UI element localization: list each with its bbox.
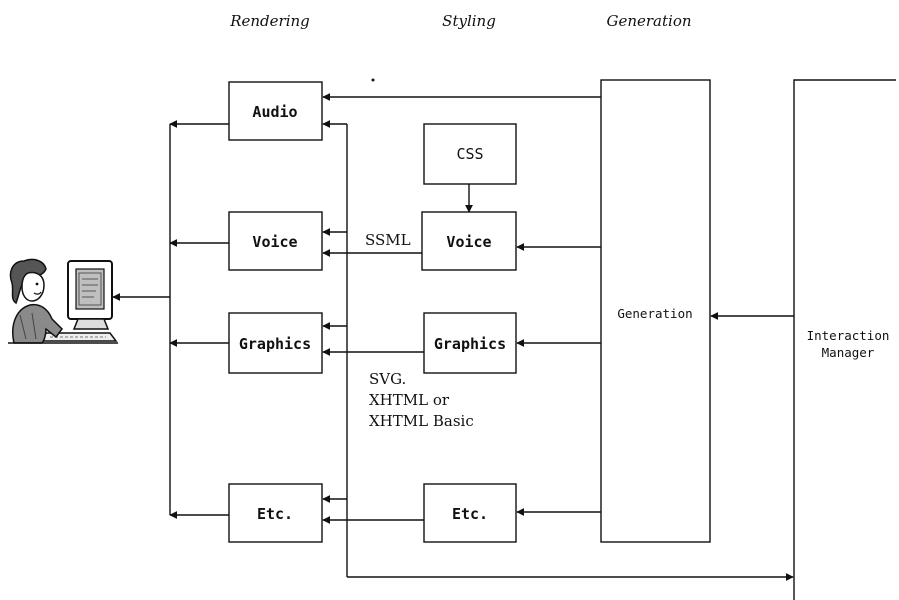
style-voice-rect [421, 211, 517, 271]
generation-box-label: Generation [617, 306, 692, 321]
style-css-label: CSS [456, 145, 483, 163]
render-audio-box: Audio [228, 81, 323, 141]
generation-box: Generation [600, 79, 711, 543]
interaction-manager: Interaction Manager [793, 79, 896, 600]
generation-box-rect [600, 79, 711, 543]
style-voice-box: Voice [421, 211, 517, 271]
style-graphics-rect [423, 312, 517, 374]
person-at-computer-icon [8, 258, 118, 344]
render-voice-box: Voice [228, 211, 323, 271]
interaction-manager-border [793, 79, 896, 600]
interaction-manager-label-line2: Manager [822, 345, 875, 360]
stray-dot [371, 78, 375, 82]
style-css-box: CSS [423, 123, 517, 185]
header-styling: Styling [442, 12, 496, 30]
render-etc-box: Etc. [228, 483, 323, 543]
render-graphics-box: Graphics [228, 312, 323, 374]
style-graphics-label: Graphics [434, 335, 506, 353]
render-etc-rect [228, 483, 323, 543]
style-css-rect [423, 123, 517, 185]
graphics-link-note-line3: XHTML Basic [369, 412, 474, 430]
render-voice-label: Voice [252, 233, 297, 251]
render-audio-rect [228, 81, 323, 141]
style-etc-box: Etc. [423, 483, 517, 543]
header-generation: Generation [606, 12, 691, 30]
style-graphics-box: Graphics [423, 312, 517, 374]
graphics-link-note-line2: XHTML or [369, 391, 450, 409]
style-etc-rect [423, 483, 517, 543]
style-voice-label: Voice [446, 233, 491, 251]
ssml-label: SSML [365, 231, 411, 249]
graphics-link-note-line1: SVG. [369, 370, 406, 388]
render-etc-label: Etc. [257, 505, 293, 523]
header-rendering: Rendering [229, 12, 310, 30]
render-audio-label: Audio [252, 103, 297, 121]
interaction-manager-label-line1: Interaction [807, 328, 890, 343]
render-graphics-label: Graphics [239, 335, 311, 353]
style-etc-label: Etc. [452, 505, 488, 523]
render-voice-rect [228, 211, 323, 271]
